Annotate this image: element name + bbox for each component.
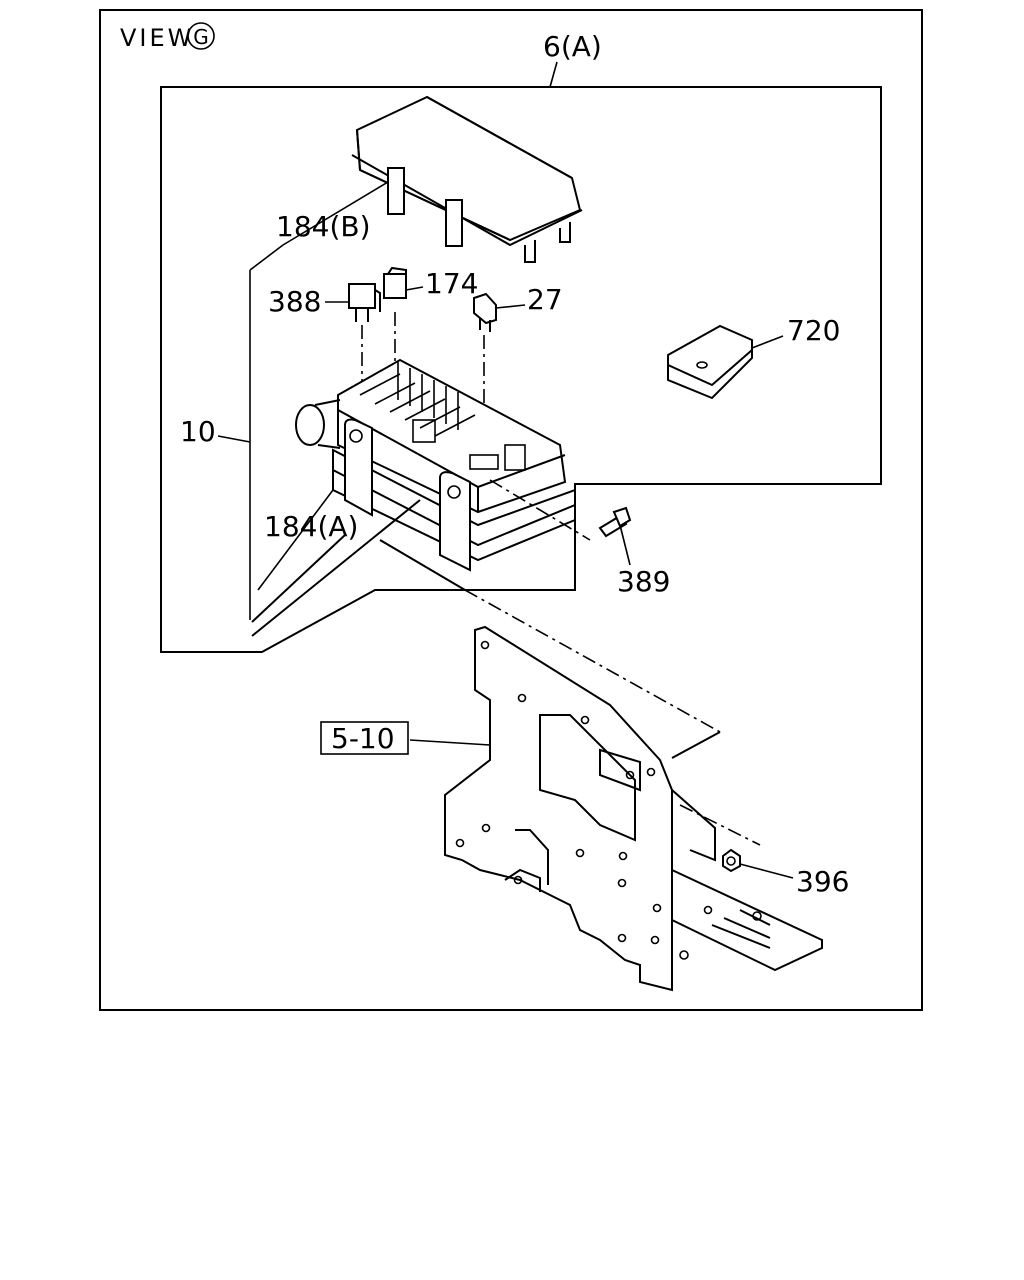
relay-388	[348, 283, 381, 322]
view-letter: G	[193, 25, 209, 49]
callout-lower-bracket: 184(A)	[264, 510, 358, 543]
view-circle-icon	[187, 22, 215, 50]
callout-cover-bracket: 184(B)	[276, 210, 371, 243]
clip-720	[667, 324, 753, 400]
bolt-389	[598, 506, 632, 538]
fuse-box-cover	[351, 95, 583, 263]
callout-fuse: 27	[527, 283, 563, 316]
view-text: VIEW	[120, 24, 194, 52]
mounting-bracket	[444, 625, 823, 992]
fuse-27	[473, 292, 497, 332]
nut-396	[722, 848, 741, 873]
relay-174	[383, 266, 407, 299]
callout-bolt: 389	[617, 565, 670, 598]
leader-lines	[217, 61, 794, 879]
view-label: VIEW G	[120, 22, 215, 52]
callout-mount-bracket: 5-10	[331, 722, 395, 755]
callout-box	[320, 721, 409, 755]
outer-frame	[99, 9, 923, 1011]
callout-relay-small: 174	[425, 267, 478, 300]
callout-relay: 388	[268, 285, 321, 318]
callout-fuse-box: 10	[180, 415, 216, 448]
callout-assembly: 6(A)	[543, 30, 602, 63]
callout-nut: 396	[796, 865, 849, 898]
callout-clip: 720	[787, 314, 840, 347]
assembly-boundary	[160, 86, 882, 653]
